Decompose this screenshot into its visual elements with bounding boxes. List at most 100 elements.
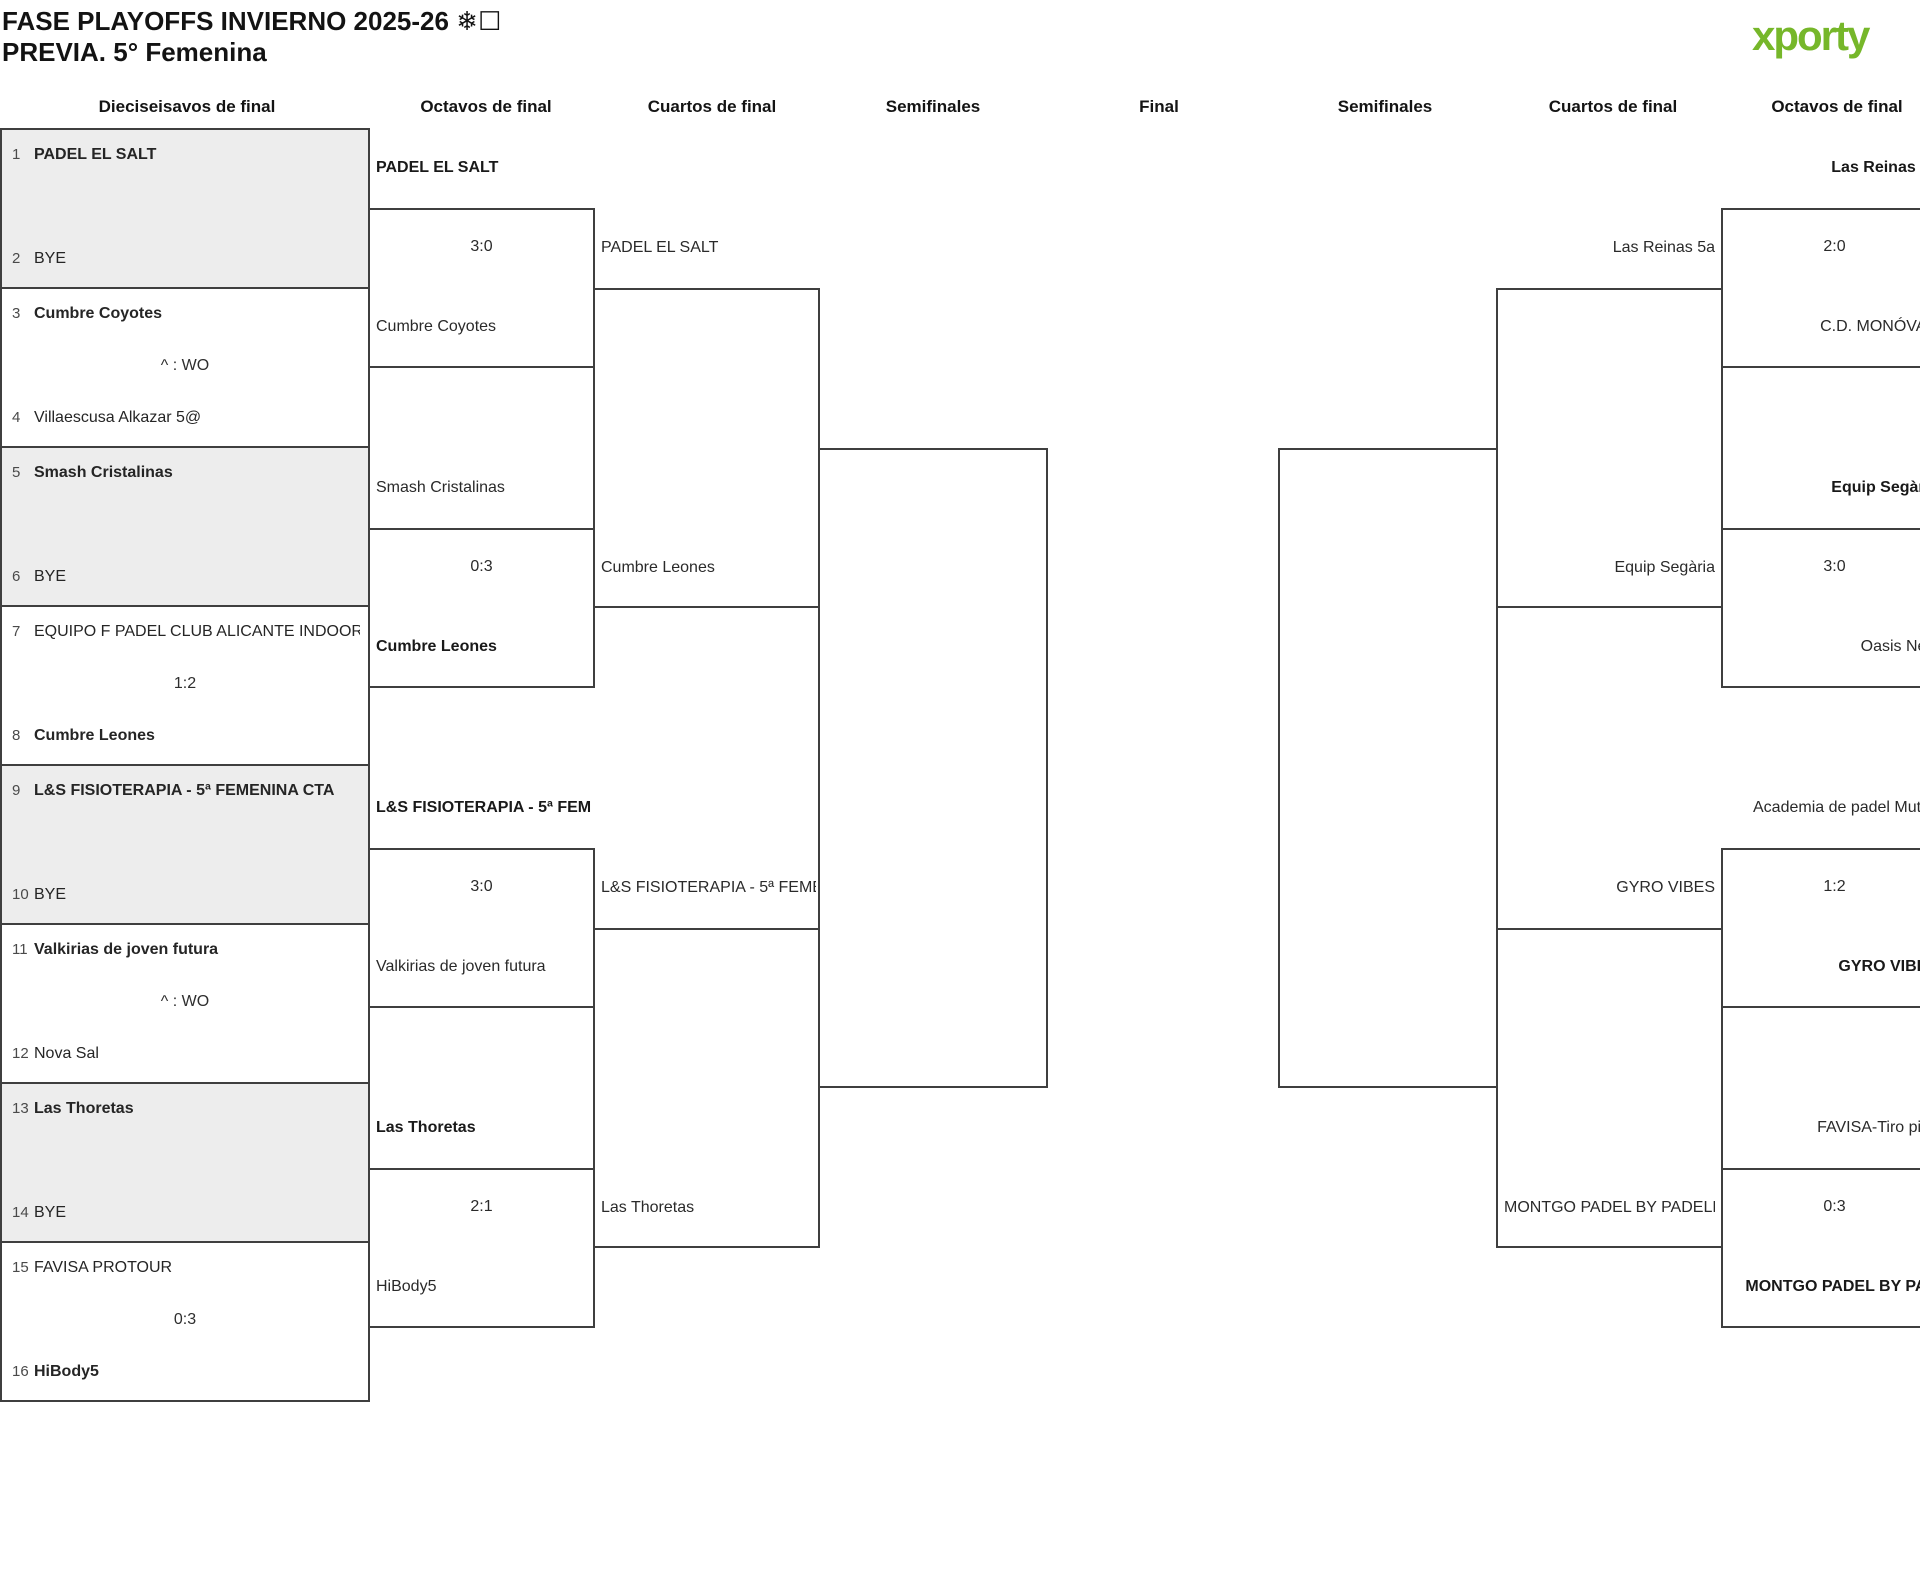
octavos-right-box-4	[1721, 1168, 1920, 1328]
team-name: BYE	[34, 1204, 67, 1221]
octavos-left-box-4	[368, 1168, 595, 1328]
octavos-left-box-1	[368, 208, 595, 368]
octavos-left-1-score: 3:0	[470, 238, 493, 255]
octavos-right-2-score: 3:0	[1823, 558, 1846, 575]
octavos-left-4-score: 2:1	[470, 1198, 493, 1215]
team-entry: 4 Villaescusa Alkazar 5@	[12, 408, 360, 428]
team-entry: 11 Valkirias de joven futura	[12, 940, 360, 960]
round-header-semis-left: Semifinales	[885, 97, 981, 116]
team-name: FAVISA PROTOUR	[34, 1259, 173, 1276]
r32-match-6: 11 Valkirias de joven futura ^ : WO 12 Nov…	[0, 923, 370, 1084]
octavos-left-1-top: PADEL EL SALT	[376, 159, 499, 176]
cuartos-left-2-bottom: Las Thoretas	[601, 1199, 695, 1216]
cuartos-right-box-1	[1496, 288, 1723, 608]
octavos-left-4-bottom: HiBody5	[376, 1278, 437, 1295]
team-name: BYE	[34, 568, 67, 585]
octavos-left-3-bottom: Valkirias de joven futura	[376, 958, 546, 975]
r32-match-1: 1 PADEL EL SALT 2 BYE	[0, 128, 370, 289]
team-name: Cumbre Leones	[34, 727, 155, 744]
octavos-right-3-score: 1:2	[1823, 878, 1846, 895]
team-seed: 8	[12, 727, 21, 744]
team-name: L&S FISIOTERAPIA - 5ª FEMENINA CTA	[34, 782, 335, 799]
team-name: HiBody5	[34, 1363, 99, 1380]
title-line-1: FASE PLAYOFFS INVIERNO 2025-26 ❄☐	[2, 6, 502, 36]
octavos-right-4-score: 0:3	[1823, 1198, 1846, 1215]
team-entry: 12 Nova Sal	[12, 1044, 360, 1064]
team-entry: 8 Cumbre Leones	[12, 726, 360, 746]
cuartos-left-1-top: PADEL EL SALT	[601, 239, 719, 256]
octavos-right-box-2	[1721, 528, 1920, 688]
team-entry: 3 Cumbre Coyotes	[12, 304, 360, 324]
team-entry: 16 HiBody5	[12, 1362, 360, 1382]
semifinal-right-box	[1278, 448, 1498, 1088]
team-name: EQUIPO F PADEL CLUB ALICANTE INDOOR	[34, 623, 360, 640]
team-seed: 12	[12, 1045, 29, 1062]
octavos-left-3-score: 3:0	[470, 878, 493, 895]
round-header-semis-right: Semifinales	[1337, 97, 1433, 116]
octavos-right-2-top: Equip Segària	[1831, 479, 1920, 496]
team-seed: 13	[12, 1100, 29, 1117]
round-header-cuartos-right: Cuartos de final	[1548, 97, 1678, 116]
cuartos-right-2-top: GYRO VIBES	[1616, 879, 1715, 896]
match-result: ^ : WO	[160, 357, 210, 374]
cuartos-left-2-top: L&S FISIOTERAPIA - 5ª FEMENINA CTA	[601, 879, 816, 896]
team-name: Villaescusa Alkazar 5@	[34, 409, 202, 426]
octavos-left-2-top: Smash Cristalinas	[376, 479, 505, 496]
octavos-left-3-top: L&S FISIOTERAPIA - 5ª FEMENINA CTA	[376, 799, 591, 816]
team-seed: 15	[12, 1259, 29, 1276]
octavos-right-2-bottom: Oasis New	[1860, 638, 1920, 655]
team-seed: 1	[12, 146, 21, 163]
round-header-octavos-left: Octavos de final	[420, 97, 552, 116]
team-entry: 2 BYE	[12, 249, 360, 269]
cuartos-right-2-bottom: MONTGO PADEL BY PADELP	[1504, 1199, 1715, 1216]
octavos-left-1-bottom: Cumbre Coyotes	[376, 318, 497, 335]
team-name: BYE	[34, 250, 67, 267]
xporty-logo-text[interactable]: xporty	[1752, 12, 1870, 59]
team-seed: 4	[12, 409, 21, 426]
team-seed: 3	[12, 305, 21, 322]
octavos-right-1-score: 2:0	[1823, 238, 1846, 255]
octavos-right-1-bottom: C.D. MONÓVAR	[1820, 318, 1920, 335]
match-result: ^ : WO	[160, 993, 210, 1010]
team-name: Nova Sal	[34, 1045, 99, 1062]
title-line-2: PREVIA. 5° Femenina	[2, 37, 267, 67]
cuartos-left-1-bottom: Cumbre Leones	[601, 559, 715, 576]
round-header-cuartos-left: Cuartos de final	[647, 97, 777, 116]
team-name: PADEL EL SALT	[34, 146, 157, 163]
round-header-dieciseisavos: Dieciseisavos de final	[98, 97, 276, 116]
octavos-right-3-top: Academia de padel Mutxa	[1753, 799, 1920, 816]
team-name: Smash Cristalinas	[34, 464, 173, 481]
cuartos-right-1-bottom: Equip Segària	[1614, 559, 1715, 576]
octavos-left-2-score: 0:3	[470, 558, 493, 575]
team-seed: 16	[12, 1363, 29, 1380]
match-result: 1:2	[173, 675, 197, 692]
team-seed: 11	[12, 941, 28, 958]
octavos-left-box-2	[368, 528, 595, 688]
octavos-right-3-bottom: GYRO VIBES	[1838, 958, 1920, 975]
octavos-right-4-bottom: MONTGO PADEL BY PAD	[1745, 1278, 1920, 1295]
team-seed: 10	[12, 886, 29, 903]
r32-match-2: 3 Cumbre Coyotes ^ : WO 4 Villaescusa Alka…	[0, 287, 370, 448]
octavos-right-1-top: Las Reinas 5a	[1831, 159, 1920, 176]
team-name: Cumbre Coyotes	[34, 305, 163, 322]
team-entry: 6 BYE	[12, 567, 360, 587]
team-name: Valkirias de joven futura	[34, 941, 219, 958]
octavos-left-box-3	[368, 848, 595, 1008]
semifinal-left-box	[818, 448, 1048, 1088]
team-entry: 1 PADEL EL SALT	[12, 145, 360, 165]
octavos-left-2-bottom: Cumbre Leones	[376, 638, 497, 655]
team-seed: 2	[12, 250, 21, 267]
octavos-right-box-3	[1721, 848, 1920, 1008]
team-seed: 6	[12, 568, 21, 585]
